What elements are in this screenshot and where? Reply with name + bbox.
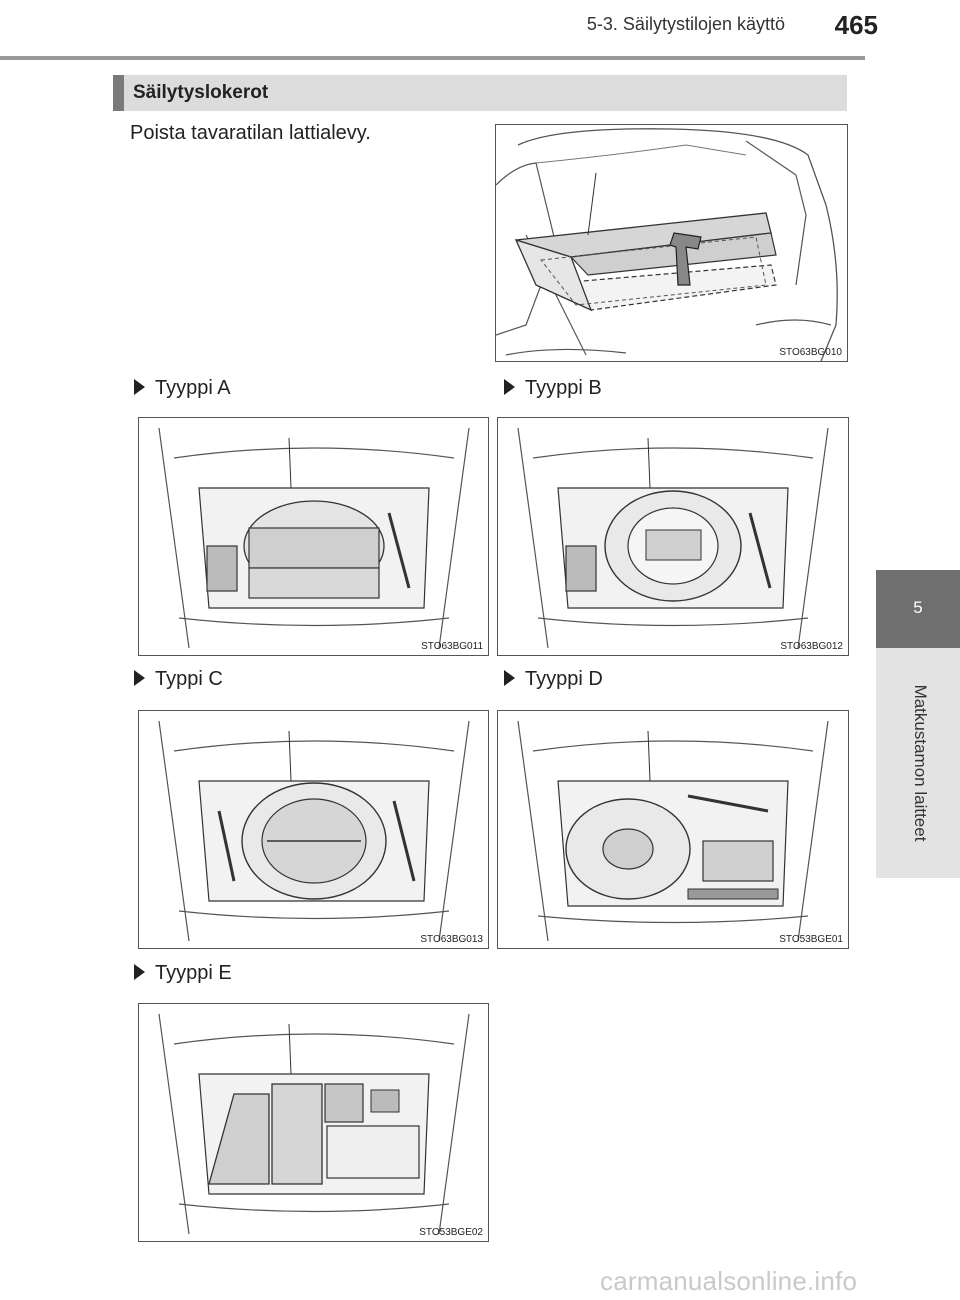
page-number: 465 xyxy=(834,10,878,40)
pointer-arrow-icon xyxy=(504,670,515,686)
type-c-text: Typpi C xyxy=(155,668,223,690)
type-b-label: Tyyppi B xyxy=(504,377,602,400)
type-a-text: Tyyppi A xyxy=(155,377,231,399)
pointer-arrow-icon xyxy=(504,379,515,395)
pointer-arrow-icon xyxy=(134,379,145,395)
pointer-arrow-icon xyxy=(134,670,145,686)
figure-type-d: STO53BGE01 xyxy=(497,710,849,949)
type-e-label: Tyyppi E xyxy=(134,962,232,985)
figure-type-e-code: STO53BGE02 xyxy=(419,1227,483,1238)
figure-type-b: STO63BG012 xyxy=(497,417,849,656)
figure-main-code: STO63BG010 xyxy=(779,347,842,358)
trunk-type-e-illustration xyxy=(158,1013,470,1235)
chapter-title: Matkustamon laitteet xyxy=(911,684,930,842)
type-a-label: Tyyppi A xyxy=(134,377,231,400)
trunk-floorboard-illustration xyxy=(496,128,838,361)
section-heading-accent xyxy=(113,75,124,111)
figure-type-a: STO63BG011 xyxy=(138,417,489,656)
type-d-text: Tyyppi D xyxy=(525,668,603,690)
figure-type-d-code: STO53BGE01 xyxy=(779,934,843,945)
section-heading-bar: Säilytyslokerot xyxy=(113,75,847,111)
figure-type-e: STO53BGE02 xyxy=(138,1003,489,1242)
section-heading: Säilytyslokerot xyxy=(133,82,269,103)
header-section-title: 5-3. Säilytystilojen käyttö xyxy=(586,14,785,34)
watermark-text: carmanualsonline.info xyxy=(600,1266,858,1296)
trunk-type-a-illustration xyxy=(158,427,470,649)
chapter-number: 5 xyxy=(913,598,923,617)
figure-type-c-code: STO63BG013 xyxy=(420,934,483,945)
figure-type-b-code: STO63BG012 xyxy=(780,641,843,652)
header-rule xyxy=(0,56,865,60)
intro-text: Poista tavaratilan lattialevy. xyxy=(130,122,371,144)
type-b-text: Tyyppi B xyxy=(525,377,602,399)
type-c-label: Typpi C xyxy=(134,668,223,691)
figure-main: STO63BG010 xyxy=(495,124,848,362)
type-d-label: Tyyppi D xyxy=(504,668,603,691)
pointer-arrow-icon xyxy=(134,964,145,980)
trunk-type-d-illustration xyxy=(517,720,829,942)
type-e-text: Tyyppi E xyxy=(155,962,232,984)
figure-type-a-code: STO63BG011 xyxy=(421,641,483,652)
figure-type-c: STO63BG013 xyxy=(138,710,489,949)
chapter-tab: 5 xyxy=(876,570,960,648)
trunk-type-c-illustration xyxy=(158,720,470,942)
trunk-type-b-illustration xyxy=(517,427,829,649)
chapter-strip: Matkustamon laitteet xyxy=(876,648,960,878)
